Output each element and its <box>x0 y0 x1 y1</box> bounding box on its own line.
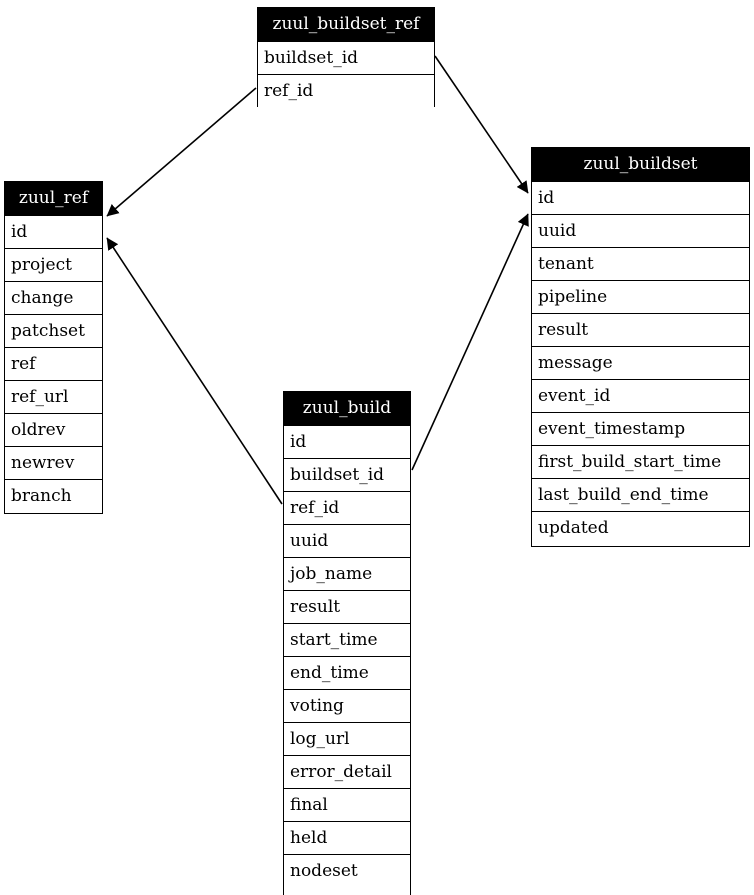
edge-buildset_ref-to-ref <box>106 87 257 217</box>
field-zuul-buildset-last-build-end-time[interactable]: last_build_end_time <box>532 478 749 511</box>
edge-build-to-buildset <box>411 213 529 471</box>
field-zuul-ref-oldrev[interactable]: oldrev <box>5 413 102 446</box>
field-zuul-buildset-message[interactable]: message <box>532 346 749 379</box>
field-zuul-buildset-id[interactable]: id <box>532 181 749 214</box>
field-zuul-ref-patchset[interactable]: patchset <box>5 314 102 347</box>
entity-zuul-build[interactable]: zuul_build id buildset_id ref_id uuid jo… <box>283 391 411 895</box>
field-zuul-buildset-event-id[interactable]: event_id <box>532 379 749 412</box>
field-zuul-build-job-name[interactable]: job_name <box>284 557 410 590</box>
field-zuul-ref-ref[interactable]: ref <box>5 347 102 380</box>
field-zuul-build-nodeset[interactable]: nodeset <box>284 854 410 887</box>
field-zuul-buildset-pipeline[interactable]: pipeline <box>532 280 749 313</box>
entity-title-zuul-build: zuul_build <box>284 392 410 425</box>
edge-build-to-ref <box>106 237 283 505</box>
field-zuul-build-error-detail[interactable]: error_detail <box>284 755 410 788</box>
entity-zuul-ref[interactable]: zuul_ref id project change patchset ref … <box>4 181 103 514</box>
field-zuul-buildset-first-build-start-time[interactable]: first_build_start_time <box>532 445 749 478</box>
field-zuul-build-log-url[interactable]: log_url <box>284 722 410 755</box>
field-zuul-buildset-ref-ref-id[interactable]: ref_id <box>258 74 434 107</box>
field-zuul-buildset-result[interactable]: result <box>532 313 749 346</box>
field-zuul-ref-id[interactable]: id <box>5 215 102 248</box>
field-zuul-ref-change[interactable]: change <box>5 281 102 314</box>
field-zuul-buildset-tenant[interactable]: tenant <box>532 247 749 280</box>
field-zuul-build-ref-id[interactable]: ref_id <box>284 491 410 524</box>
entity-zuul-buildset-ref[interactable]: zuul_buildset_ref buildset_id ref_id <box>257 7 435 107</box>
field-zuul-build-buildset-id[interactable]: buildset_id <box>284 458 410 491</box>
field-zuul-build-held[interactable]: held <box>284 821 410 854</box>
field-zuul-buildset-event-timestamp[interactable]: event_timestamp <box>532 412 749 445</box>
field-zuul-build-voting[interactable]: voting <box>284 689 410 722</box>
field-zuul-build-final[interactable]: final <box>284 788 410 821</box>
field-zuul-ref-project[interactable]: project <box>5 248 102 281</box>
entity-title-zuul-buildset-ref: zuul_buildset_ref <box>258 8 434 41</box>
entity-title-zuul-buildset: zuul_buildset <box>532 148 749 181</box>
field-zuul-ref-newrev[interactable]: newrev <box>5 446 102 479</box>
field-zuul-ref-branch[interactable]: branch <box>5 479 102 512</box>
field-zuul-build-start-time[interactable]: start_time <box>284 623 410 656</box>
edge-buildset_ref-to-buildset <box>434 55 529 194</box>
entity-title-zuul-ref: zuul_ref <box>5 182 102 215</box>
field-zuul-buildset-updated[interactable]: updated <box>532 511 749 544</box>
entity-zuul-buildset[interactable]: zuul_buildset id uuid tenant pipeline re… <box>531 147 750 547</box>
field-zuul-buildset-uuid[interactable]: uuid <box>532 214 749 247</box>
field-zuul-ref-ref-url[interactable]: ref_url <box>5 380 102 413</box>
field-zuul-build-uuid[interactable]: uuid <box>284 524 410 557</box>
field-zuul-build-end-time[interactable]: end_time <box>284 656 410 689</box>
field-zuul-buildset-ref-buildset-id[interactable]: buildset_id <box>258 41 434 74</box>
field-zuul-build-result[interactable]: result <box>284 590 410 623</box>
field-zuul-build-id[interactable]: id <box>284 425 410 458</box>
